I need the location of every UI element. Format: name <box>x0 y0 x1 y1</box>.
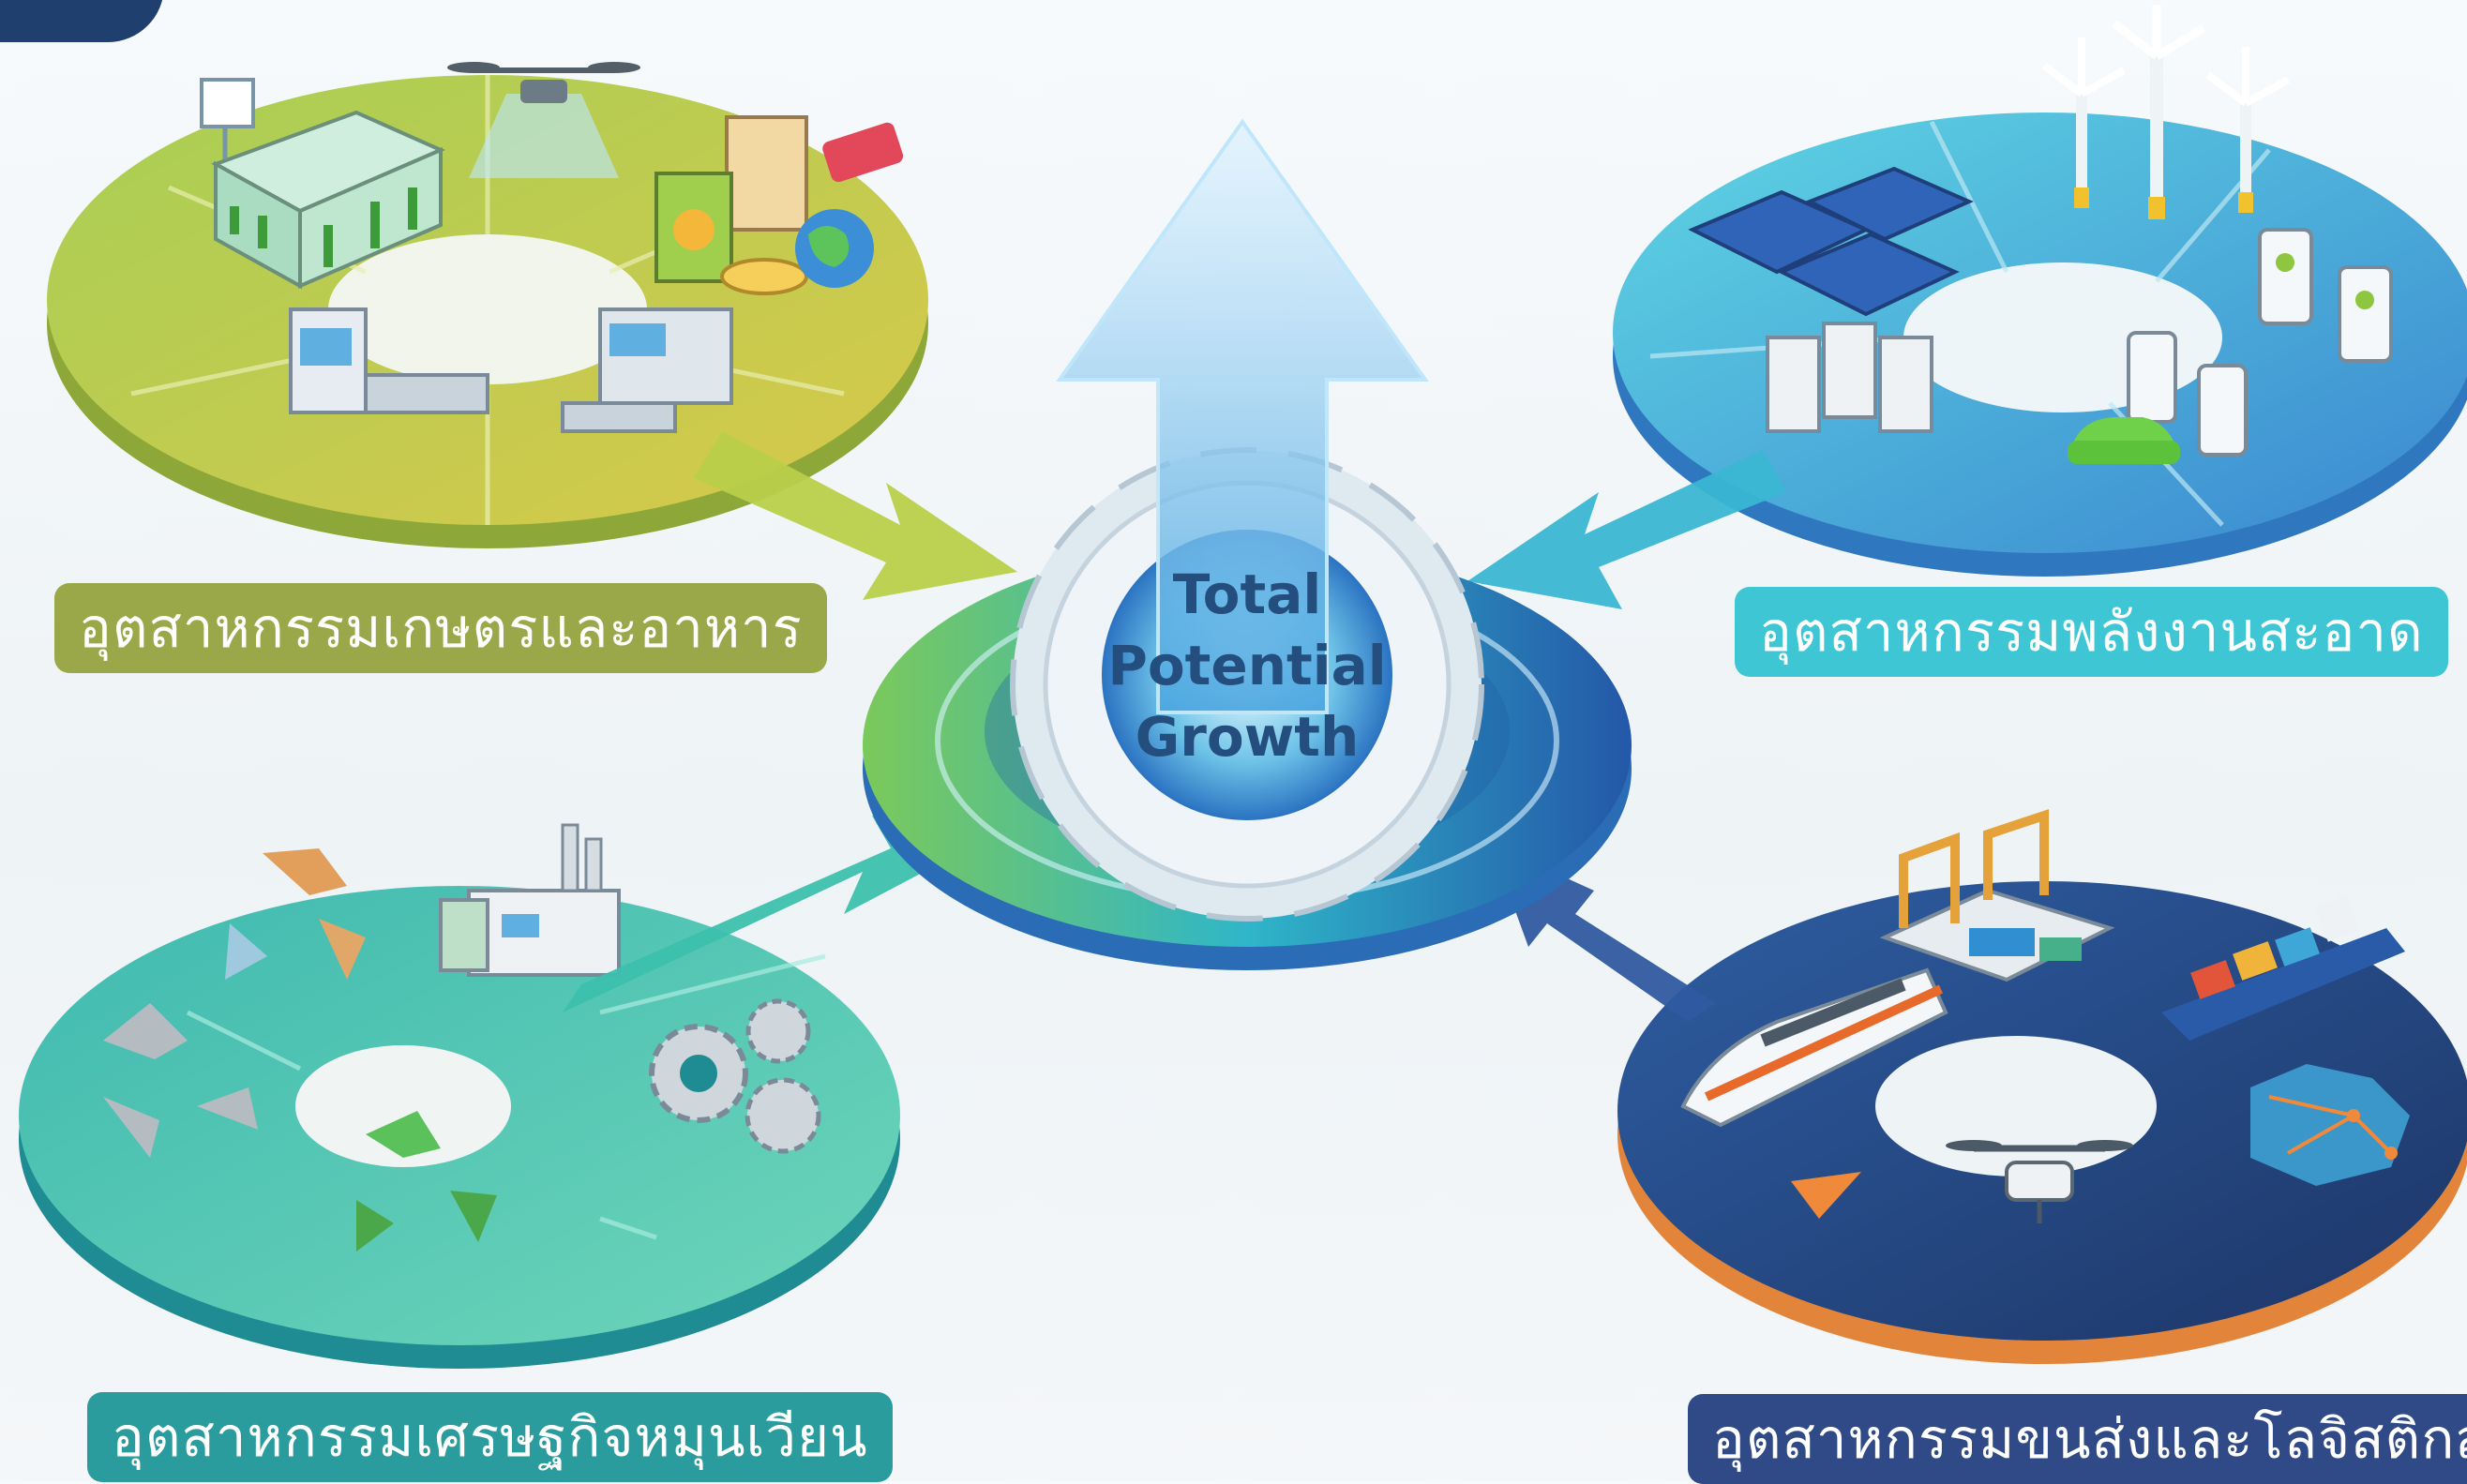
circular-economy-disc <box>19 886 900 1369</box>
electric-car-icon <box>2068 417 2180 464</box>
center-title-line2: Potential <box>1107 634 1387 697</box>
drone-icon <box>447 62 640 178</box>
factory-machine-icon <box>289 307 733 433</box>
agri-arrow <box>694 431 1017 600</box>
factory-icon <box>439 823 621 977</box>
gears-icon <box>649 998 821 1154</box>
greenhouse-icon <box>200 78 445 290</box>
ev-charger-icon <box>2127 228 2393 457</box>
high-speed-train-icon <box>1680 967 1948 1128</box>
circular-economy-arrow <box>563 816 1013 1012</box>
center-title-line3: Growth <box>1135 705 1360 769</box>
delivery-drone-icon <box>1946 1140 2133 1223</box>
world-map-network-icon <box>2250 1064 2410 1186</box>
solar-panel-icon <box>1688 166 1974 317</box>
agri-food-label: อุตสาหกรรมเกษตรและอาหาร <box>54 583 827 673</box>
clean-energy-arrow <box>1467 450 1786 609</box>
circular-economy-label: อุตสาหกรรมเศรษฐกิจหมุนเวียน <box>87 1392 893 1482</box>
growth-up-arrow <box>1056 118 1429 714</box>
logistics-label: อุตสาหกรรมขนส่งและโลจิสติกส์ <box>1688 1394 2467 1484</box>
clean-energy-label: อุตสาหกรรมพลังงานสะอาด <box>1735 587 2448 677</box>
wind-turbine-icon <box>2041 5 2290 219</box>
port-crane-icon <box>1879 809 2115 982</box>
battery-storage-icon <box>1766 322 1933 433</box>
food-package-icon <box>654 115 904 295</box>
center-title-line1: Total <box>1172 562 1322 626</box>
container-ship-icon <box>2161 895 2405 1041</box>
recycle-icon <box>103 848 497 1252</box>
center-title: Total Potential Growth <box>1060 559 1435 772</box>
globe-icon <box>795 209 874 288</box>
